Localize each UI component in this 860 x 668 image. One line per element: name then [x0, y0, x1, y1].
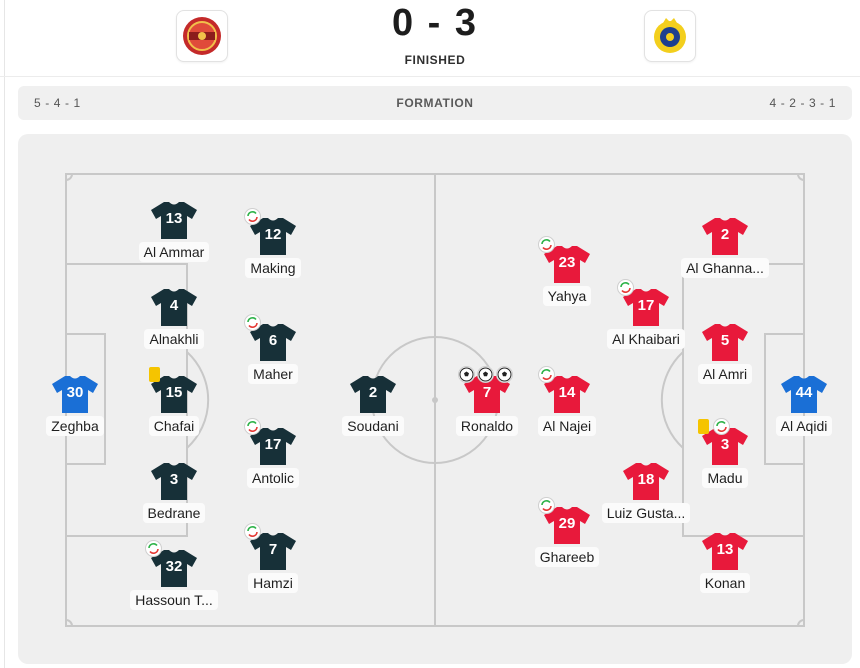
- shirt-icon: 2: [701, 216, 749, 256]
- player-name: Hassoun T...: [130, 590, 218, 610]
- away-player-23[interactable]: 23 Yahya: [512, 236, 622, 324]
- away-player-13[interactable]: 13 Konan: [670, 531, 780, 611]
- yellow-card-icon: [149, 367, 160, 382]
- shirt-icon: 3: [150, 461, 198, 501]
- player-name: Making: [245, 258, 301, 278]
- away-player-5[interactable]: 5 Al Amri: [670, 322, 780, 402]
- player-name: Hamzi: [248, 573, 298, 593]
- player-name: Maher: [248, 364, 298, 384]
- shirt-icon: 13: [150, 200, 198, 240]
- shirt-icon: 32: [150, 548, 198, 588]
- substitution-icon: [244, 523, 261, 540]
- player-name: Bedrane: [142, 503, 206, 523]
- player-name: Zeghba: [46, 416, 104, 436]
- away-player-7[interactable]: 7 Ronaldo: [432, 366, 542, 454]
- substitution-icon: [145, 540, 162, 557]
- player-name: Alnakhli: [144, 329, 204, 349]
- player-name: Antolic: [246, 468, 300, 488]
- shirt-icon: 14: [543, 374, 591, 414]
- player-name: Al Amri: [697, 364, 753, 384]
- yellow-card-icon: [698, 419, 709, 434]
- away-player-2[interactable]: 2 Al Ghanna...: [670, 216, 780, 296]
- home-player-7[interactable]: 7 Hamzi: [218, 523, 328, 611]
- shirt-icon: 4: [150, 287, 198, 327]
- shirt-icon: 17: [249, 426, 297, 466]
- substitution-icon: [538, 497, 555, 514]
- player-name: Konan: [699, 573, 751, 593]
- home-player-13[interactable]: 13 Al Ammar: [119, 200, 229, 280]
- player-name: Ghareeb: [534, 547, 600, 567]
- shirt-icon: 30: [51, 374, 99, 414]
- shirt-icon: 7: [249, 531, 297, 571]
- away-player-44[interactable]: 44 Al Aqidi: [749, 374, 859, 454]
- formation-bar: 5 - 4 - 1 FORMATION 4 - 2 - 3 - 1: [18, 86, 852, 120]
- away-player-17[interactable]: 17 Al Khaibari: [591, 279, 701, 367]
- player-name: Yahya: [542, 286, 592, 306]
- player-name: Al Aqidi: [775, 416, 833, 436]
- match-panel: [4, 0, 860, 668]
- match-score: 0 - 3: [391, 2, 479, 44]
- substitution-icon: [713, 418, 730, 435]
- shirt-icon: 17: [622, 287, 670, 327]
- goal-ball-icon: [477, 366, 494, 383]
- home-player-6[interactable]: 6 Maher: [218, 314, 328, 402]
- substitution-icon: [617, 279, 634, 296]
- shirt-icon: 15: [150, 374, 198, 414]
- formation-title: FORMATION: [396, 96, 474, 110]
- home-formation: 5 - 4 - 1: [34, 96, 81, 110]
- shirt-icon: 2: [349, 374, 397, 414]
- away-player-18[interactable]: 18 Luiz Gusta...: [591, 461, 701, 541]
- home-player-12[interactable]: 12 Making: [218, 208, 328, 296]
- damac-crest-icon: [183, 17, 221, 55]
- shirt-icon: 29: [543, 505, 591, 545]
- shirt-icon: 6: [249, 322, 297, 362]
- home-player-4[interactable]: 4 Alnakhli: [119, 287, 229, 367]
- shirt-icon: 7: [463, 374, 511, 414]
- shirt-icon: 3: [701, 426, 749, 466]
- player-name: Madu: [702, 468, 748, 488]
- away-team-logo[interactable]: [644, 10, 696, 62]
- home-team-logo[interactable]: [176, 10, 228, 62]
- away-formation: 4 - 2 - 3 - 1: [769, 96, 836, 110]
- shirt-icon: 44: [780, 374, 828, 414]
- home-player-2[interactable]: 2 Soudani: [318, 374, 428, 454]
- substitution-icon: [538, 236, 555, 253]
- home-player-30[interactable]: 30 Zeghba: [20, 374, 130, 454]
- player-name: Chafai: [148, 416, 200, 436]
- home-player-15[interactable]: 15 Chafai: [119, 367, 229, 454]
- home-player-32[interactable]: 32 Hassoun T...: [119, 540, 229, 628]
- goal-ball-icon: [496, 366, 513, 383]
- away-player-3[interactable]: 3 Madu: [670, 418, 780, 506]
- goal-ball-icon: [458, 366, 475, 383]
- shirt-icon: 18: [622, 461, 670, 501]
- pitch: 30 Zeghba 13 Al Ammar 4 Alnakhli 15 Chaf…: [18, 134, 852, 664]
- substitution-icon: [244, 208, 261, 225]
- player-name: Ronaldo: [455, 416, 519, 436]
- player-name: Luiz Gusta...: [601, 503, 691, 523]
- shirt-icon: 13: [701, 531, 749, 571]
- player-name: Al Khaibari: [607, 329, 685, 349]
- match-header: 0 - 3 FINISHED: [0, 0, 860, 77]
- home-player-17[interactable]: 17 Antolic: [218, 418, 328, 506]
- away-player-14[interactable]: 14 Al Najei: [512, 366, 622, 454]
- substitution-icon: [538, 366, 555, 383]
- substitution-icon: [244, 314, 261, 331]
- player-name: Soudani: [342, 416, 404, 436]
- shirt-icon: 5: [701, 322, 749, 362]
- player-name: Al Najei: [537, 416, 597, 436]
- match-status: FINISHED: [404, 53, 466, 67]
- al-nassr-crest-icon: [654, 18, 686, 53]
- shirt-icon: 12: [249, 216, 297, 256]
- home-player-3[interactable]: 3 Bedrane: [119, 461, 229, 541]
- away-player-29[interactable]: 29 Ghareeb: [512, 497, 622, 585]
- shirt-icon: 23: [543, 244, 591, 284]
- substitution-icon: [244, 418, 261, 435]
- player-name: Al Ammar: [138, 242, 210, 262]
- player-name: Al Ghanna...: [681, 258, 769, 278]
